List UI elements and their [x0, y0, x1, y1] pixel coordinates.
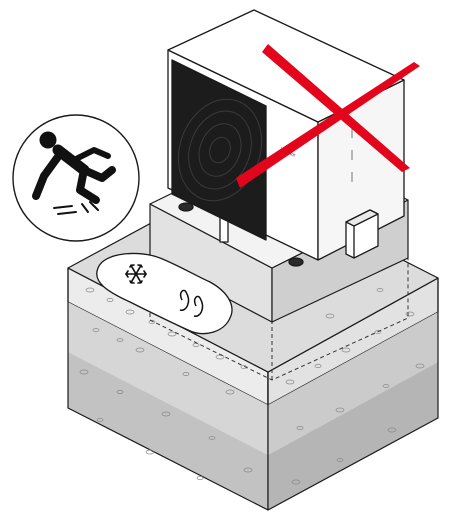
slip-hazard-symbol — [13, 115, 139, 241]
hazard-circle — [13, 115, 139, 241]
